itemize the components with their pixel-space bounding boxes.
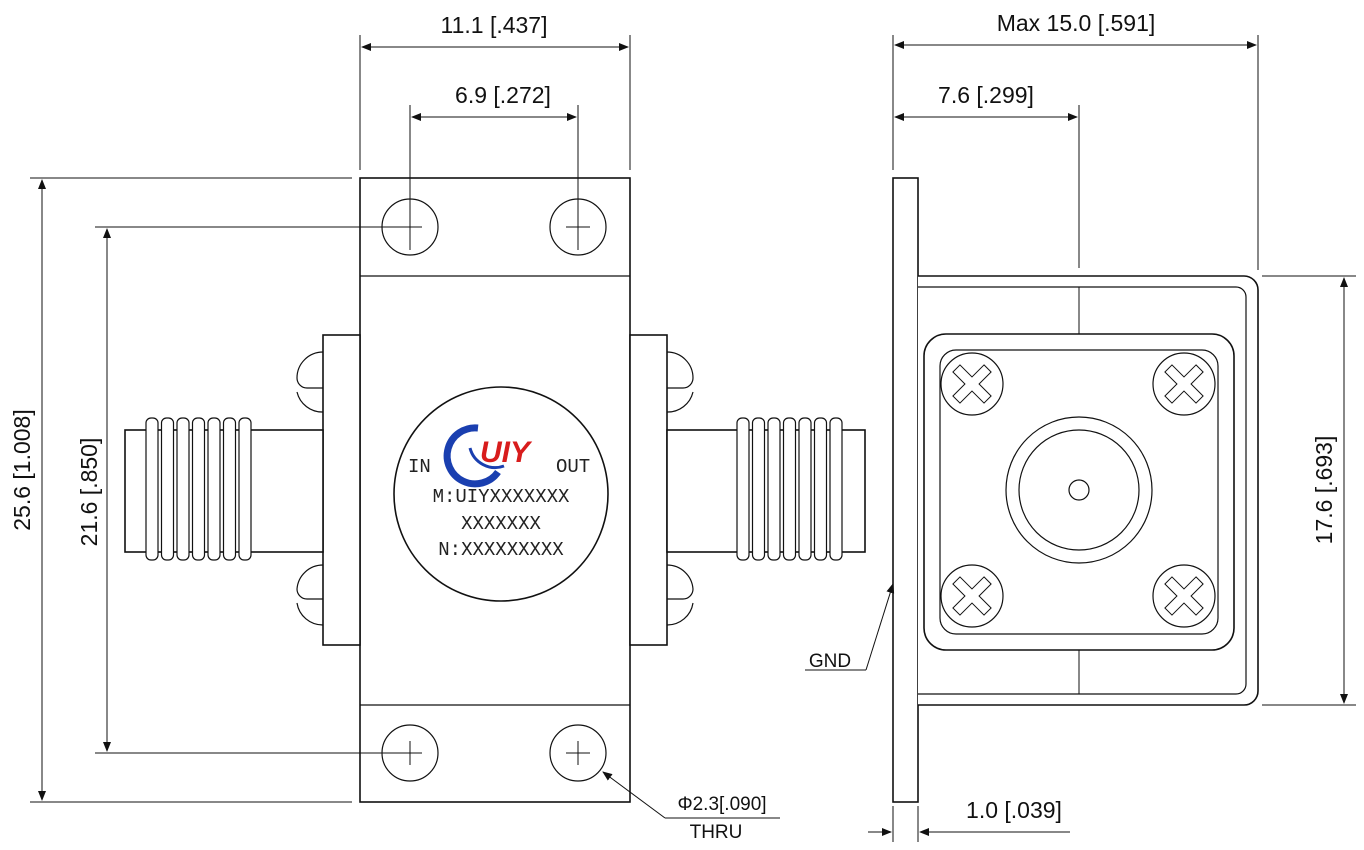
- thread-ridge: [238, 417, 252, 561]
- side-view: GND Max 15.0 [.591] 7.6 [.299] 17.6 [.69…: [805, 10, 1356, 842]
- hole-thru-text: THRU: [690, 822, 743, 843]
- label-out: OUT: [556, 456, 590, 478]
- square-flange-connector: [923, 333, 1235, 651]
- screw-head: [1152, 564, 1216, 628]
- dim-hole-spacing-text: 6.9 [.272]: [455, 82, 551, 108]
- thread-ridge: [813, 417, 828, 561]
- dimension-hole-spacing: 6.9 [.272]: [409, 82, 579, 250]
- front-view: UIY IN OUT M:UIYXXXXXXX XXXXXXX N:XXXXXX…: [9, 12, 866, 843]
- dimension-hole-height: 21.6 [.850]: [76, 226, 410, 754]
- dim-hole-height-text: 21.6 [.850]: [76, 438, 102, 547]
- input-connector: [124, 334, 361, 646]
- thread-ridge: [767, 417, 781, 561]
- thread-ridge: [191, 417, 206, 561]
- dimension-top-width: 11.1 [.437]: [359, 12, 631, 170]
- gnd-text: GND: [809, 651, 851, 672]
- thread-ridge: [829, 417, 843, 561]
- product-label: UIY IN OUT M:UIYXXXXXXX XXXXXXX N:XXXXXX…: [393, 386, 609, 602]
- dimension-connector-offset: 7.6 [.299]: [894, 82, 1080, 268]
- dim-flange-thickness-text: 1.0 [.039]: [966, 797, 1062, 823]
- screw-head: [940, 352, 1004, 416]
- thread-ridge: [751, 417, 766, 561]
- thread-ridge: [736, 417, 750, 561]
- flange: [892, 177, 919, 803]
- dimension-max-depth: Max 15.0 [.591]: [892, 10, 1259, 270]
- dim-connector-offset-text: 7.6 [.299]: [938, 82, 1034, 108]
- thread-ridge: [145, 417, 159, 561]
- label-in: IN: [408, 456, 431, 478]
- thread-ridge: [782, 417, 797, 561]
- dim-max-depth-text: Max 15.0 [.591]: [997, 10, 1156, 36]
- dim-body-height-text: 17.6 [.693]: [1311, 436, 1337, 545]
- label-model: M:UIYXXXXXXX: [433, 486, 570, 508]
- dim-overall-height-text: 25.6 [1.008]: [9, 409, 35, 531]
- mounting-hole-bottom-right: [549, 724, 607, 782]
- label-serial: N:XXXXXXXXX: [438, 539, 564, 561]
- gnd-callout: GND: [805, 583, 895, 672]
- dim-top-width-text: 11.1 [.437]: [441, 12, 548, 38]
- thread-ridge: [160, 417, 175, 561]
- hole-callout: Φ2.3[.090] THRU: [602, 771, 780, 843]
- hole-diameter-text: Φ2.3[.090]: [677, 794, 766, 815]
- logo-text: UIY: [480, 436, 533, 469]
- thread-ridge: [798, 417, 812, 561]
- screw-head: [1152, 352, 1216, 416]
- thread-ridge: [176, 417, 190, 561]
- thread-ridge: [222, 417, 237, 561]
- thread-ridge: [207, 417, 221, 561]
- dimension-overall-height: 25.6 [1.008]: [9, 177, 352, 803]
- screw-head: [940, 564, 1004, 628]
- company-logo: UIY: [443, 424, 533, 488]
- label-code: XXXXXXX: [461, 513, 541, 535]
- dimension-flange-thickness: 1.0 [.039]: [868, 797, 1070, 842]
- output-connector: [629, 334, 866, 646]
- dimension-body-height: 17.6 [.693]: [1262, 275, 1356, 706]
